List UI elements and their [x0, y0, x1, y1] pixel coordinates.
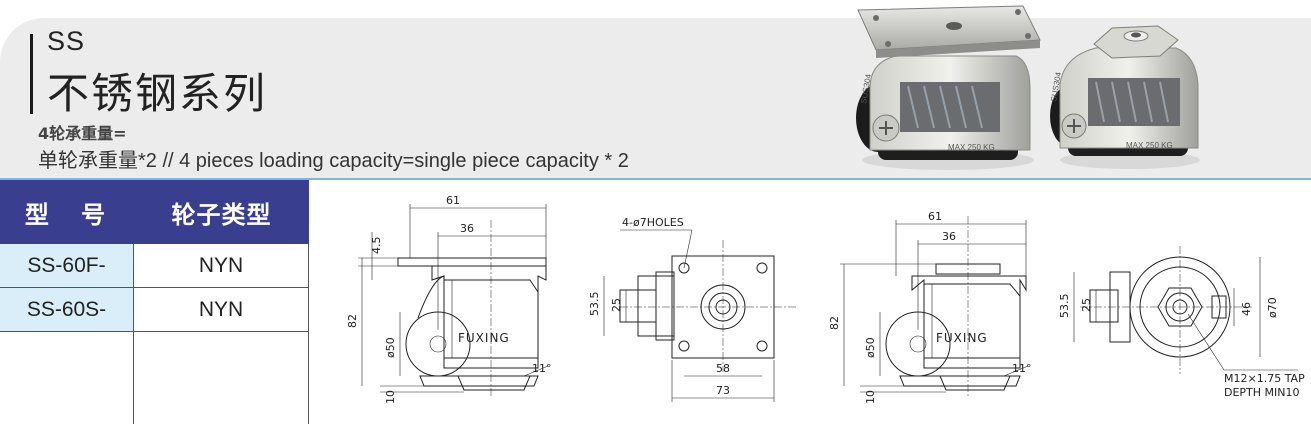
- drawing3-dim-wheel-dia: ø50: [864, 337, 877, 358]
- header-divider-bar: [0, 178, 1311, 180]
- photo1-capacity-label: MAX 250 KG: [948, 143, 995, 152]
- cell-model: SS-60F-: [0, 244, 134, 288]
- drawing1-dim-angle: 11°: [532, 362, 552, 375]
- drawing3-brand-text: FUXING: [936, 331, 988, 345]
- cell-wheel-type: NYN: [134, 288, 309, 332]
- drawing3-dim-width-total: 61: [928, 210, 942, 223]
- drawing4-tap-line1: M12×1.75 TAP: [1224, 372, 1305, 385]
- drawing1-dim-width-total: 61: [446, 194, 460, 207]
- cell-model-empty: [0, 332, 134, 424]
- capacity-note-line2: 单轮承重量*2 // 4 pieces loading capacity=sin…: [38, 150, 629, 172]
- capacity-note-line1: 4轮承重量=: [38, 124, 127, 143]
- cell-wheel-type-empty: [134, 332, 309, 424]
- drawing4-dim-stem: 25: [1080, 298, 1093, 312]
- drawing2-dim-depth: 53.5: [588, 292, 601, 317]
- header-accent-line: [30, 34, 33, 114]
- drawing-top-view-stud: 53.5 25 46 ø70 M12×1.75 TAP DEPTH MIN10: [1058, 246, 1305, 399]
- drawing1-dim-top-thickness: 4.5: [370, 237, 383, 255]
- drawing1-dim-bottom: 10: [384, 390, 397, 404]
- drawing-side-view-stud: FUXING 61 36 82 ø50 10 11°: [828, 210, 1032, 404]
- drawing4-dim-dia: ø70: [1266, 297, 1279, 318]
- drawing1-dim-height: 82: [346, 314, 359, 328]
- drawing3-dim-bottom: 10: [864, 390, 877, 404]
- photo2-capacity-label: MAX 250 KG: [1126, 141, 1173, 150]
- cell-model: SS-60S-: [0, 288, 134, 332]
- series-code: SS: [47, 26, 86, 56]
- drawing3-dim-height: 82: [828, 316, 841, 330]
- drawing4-dim-nut: 46: [1240, 302, 1253, 316]
- drawing-top-view-flange: 4-ø7HOLES 53.5 25 58 73: [588, 216, 798, 402]
- drawing2-dim-stem: 25: [610, 298, 623, 312]
- table-row-empty: [0, 332, 309, 424]
- drawing4-tap-line2: DEPTH MIN10: [1224, 386, 1300, 399]
- drawing-side-view-flange: FUXING 61 36 4.5 82 ø50 10 11°: [346, 194, 552, 404]
- series-title: 不锈钢系列: [47, 69, 268, 118]
- drawing1-brand-text: FUXING: [458, 331, 510, 345]
- spec-table: 型 号 轮子类型 SS-60F- NYN SS-60S- NYN: [0, 180, 309, 424]
- col-header-wheel-type: 轮子类型: [134, 180, 309, 244]
- table-row: SS-60F- NYN: [0, 244, 309, 288]
- drawing3-dim-width-inner: 36: [942, 230, 956, 243]
- product-photo-flange: SUS304 MAX 250 KG: [856, 5, 1041, 170]
- drawing3-dim-angle: 11°: [1012, 362, 1032, 375]
- drawing2-dim-span-inner: 58: [716, 362, 730, 375]
- col-header-model: 型 号: [0, 180, 134, 244]
- drawing2-holes-label: 4-ø7HOLES: [622, 216, 684, 229]
- drawing1-dim-width-inner: 36: [460, 222, 474, 235]
- cell-wheel-type: NYN: [134, 244, 309, 288]
- product-photo-stud: SUS304 MAX 250 KG: [1049, 25, 1200, 169]
- drawing4-dim-depth: 53.5: [1058, 294, 1071, 319]
- drawing1-dim-wheel-dia: ø50: [384, 337, 397, 358]
- table-row: SS-60S- NYN: [0, 288, 309, 332]
- drawing2-dim-span-outer: 73: [716, 384, 730, 397]
- technical-drawings: FUXING 61 36 4.5 82 ø50 10 11°: [320, 180, 1311, 424]
